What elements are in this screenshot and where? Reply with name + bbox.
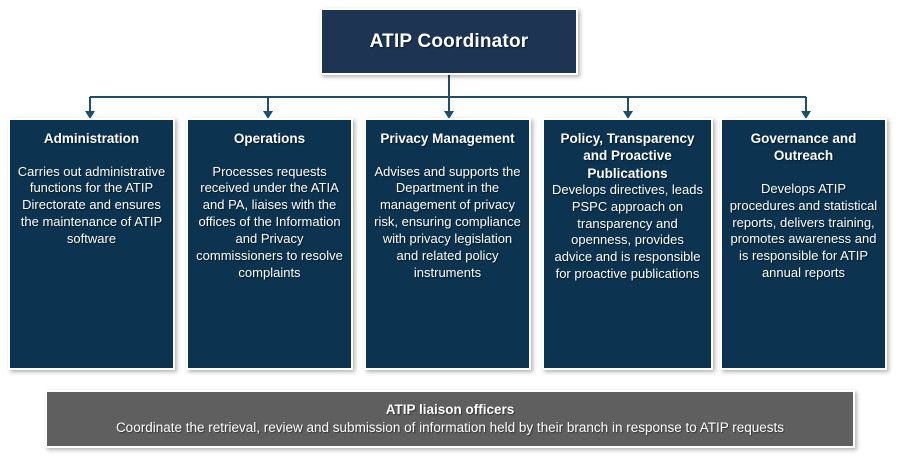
node-title: Operations: [233, 131, 306, 146]
node-atip-liaison-officers[interactable]: ATIP liaison officers Coordinate the ret…: [45, 390, 855, 448]
node-operations[interactable]: Operations Processes requests received u…: [186, 118, 353, 370]
node-governance-and-outreach[interactable]: Governance and Outreach Develops ATIP pr…: [720, 118, 887, 370]
node-body: Carries out administrative functions for…: [17, 163, 166, 247]
node-title: Administration: [43, 131, 140, 146]
node-title: Governance and Outreach: [750, 131, 857, 164]
node-atip-coordinator[interactable]: ATIP Coordinator: [320, 8, 578, 75]
node-body: Processes requests received under the AT…: [196, 163, 343, 280]
node-title: Privacy Management: [380, 131, 515, 146]
node-body: Develops directives, leads PSPC approach…: [551, 181, 704, 282]
node-body: Develops ATIP procedures and statistical…: [729, 180, 878, 281]
node-privacy-management[interactable]: Privacy Management Advises and supports …: [364, 118, 531, 370]
node-policy-transparency-proactive-publications[interactable]: Policy, Transparency and Proactive Publi…: [542, 118, 713, 370]
node-body: Coordinate the retrieval, review and sub…: [115, 420, 785, 435]
node-administration[interactable]: Administration Carries out administrativ…: [8, 118, 175, 370]
node-title: ATIP Coordinator: [369, 30, 529, 52]
node-body: Advises and supports the Department in t…: [374, 163, 521, 280]
node-title: Policy, Transparency and Proactive Publi…: [560, 131, 695, 181]
node-title: ATIP liaison officers: [385, 402, 515, 418]
